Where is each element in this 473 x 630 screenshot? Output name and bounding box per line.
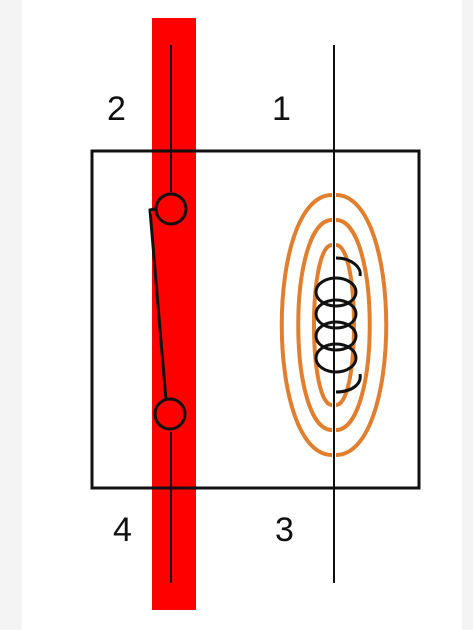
relay-housing [90, 149, 421, 490]
diagram-panel [22, 0, 462, 630]
coil-winding [314, 256, 362, 394]
contact-top [154, 192, 188, 226]
magnetic-field-lines [279, 193, 389, 457]
terminal-label-1: 1 [272, 90, 291, 128]
terminal-label-4: 4 [113, 511, 132, 549]
terminal-label-3: 3 [275, 511, 294, 549]
terminal-label-2: 2 [107, 90, 126, 128]
contact-bottom [153, 397, 187, 431]
